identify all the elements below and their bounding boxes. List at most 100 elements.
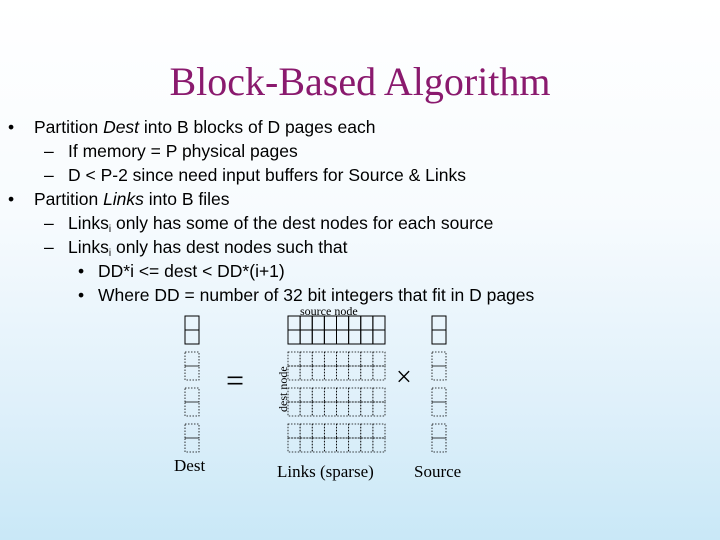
source-vector: [431, 315, 447, 453]
links-cell: [336, 351, 350, 367]
links-cell: [348, 365, 362, 381]
multiply-sign: ×: [396, 362, 412, 393]
dest-label: Dest: [174, 456, 206, 475]
subsub-bullet-dd-definition: Where DD = number of 32 bit integers tha…: [98, 285, 535, 305]
links-cell: [299, 437, 313, 453]
sub-bullet-marker: –: [44, 165, 54, 185]
dest-vector: [184, 315, 200, 453]
links-cell: [360, 315, 374, 331]
source-block: [431, 315, 447, 331]
links-cell: [372, 365, 386, 381]
links-cell: [299, 351, 313, 367]
links-cell: [323, 365, 337, 381]
links-cell: [311, 437, 325, 453]
links-cell: [360, 329, 374, 345]
sub-bullet-marker: –: [44, 237, 54, 257]
links-cell: [336, 401, 350, 417]
links-cell: [348, 329, 362, 345]
source-block: [431, 423, 447, 439]
bullet-marker: •: [8, 189, 15, 209]
links-cell: [360, 401, 374, 417]
links-cell: [287, 351, 301, 367]
sub-bullet-memory: If memory = P physical pages: [68, 141, 298, 161]
sub-bullet-links-some: Linksi only has some of the dest nodes f…: [68, 213, 494, 235]
links-cell: [299, 365, 313, 381]
links-cell: [299, 329, 313, 345]
links-cell: [372, 437, 386, 453]
links-cell: [336, 423, 350, 439]
links-cell: [372, 423, 386, 439]
dest-block: [184, 401, 200, 417]
links-cell: [372, 351, 386, 367]
links-cell: [360, 423, 374, 439]
dest-block: [184, 329, 200, 345]
dest-block: [184, 423, 200, 439]
links-cell: [348, 387, 362, 403]
links-cell: [323, 387, 337, 403]
sub-bullet-marker: –: [44, 141, 54, 161]
bullet-partition-dest: Partition Dest into B blocks of D pages …: [34, 117, 376, 137]
links-cell: [299, 387, 313, 403]
links-cell: [360, 437, 374, 453]
sub-bullet-buffers: D < P-2 since need input buffers for Sou…: [68, 165, 467, 185]
links-cell: [372, 401, 386, 417]
links-cell: [311, 423, 325, 439]
links-cell: [348, 423, 362, 439]
bullet-marker: •: [8, 117, 15, 137]
links-cell: [323, 329, 337, 345]
source-block: [431, 329, 447, 345]
links-cell: [323, 437, 337, 453]
links-cell: [311, 365, 325, 381]
links-cell: [348, 437, 362, 453]
dest-node-label: dest node: [276, 366, 290, 412]
links-cell: [348, 401, 362, 417]
links-cell: [311, 351, 325, 367]
source-block: [431, 437, 447, 453]
dest-block: [184, 437, 200, 453]
links-cell: [336, 365, 350, 381]
links-cell: [372, 387, 386, 403]
source-label: Source: [414, 462, 462, 481]
source-block: [431, 365, 447, 381]
links-cell: [311, 329, 325, 345]
links-cell: [336, 437, 350, 453]
links-label: Links (sparse): [277, 462, 374, 481]
links-cell: [372, 329, 386, 345]
links-cell: [360, 365, 374, 381]
source-node-label: source node: [300, 304, 358, 318]
dest-block: [184, 351, 200, 367]
links-cell: [372, 315, 386, 331]
dest-block: [184, 315, 200, 331]
bullet-partition-links: Partition Links into B files: [34, 189, 230, 209]
links-cell: [348, 351, 362, 367]
subsub-bullet-marker: •: [78, 261, 85, 281]
subsub-bullet-range: DD*i <= dest < DD*(i+1): [98, 261, 285, 281]
links-cell: [323, 351, 337, 367]
dest-block: [184, 387, 200, 403]
links-cell: [360, 387, 374, 403]
source-block: [431, 387, 447, 403]
links-cell: [299, 423, 313, 439]
links-cell: [336, 387, 350, 403]
links-matrix: [287, 315, 386, 453]
equals-sign: =: [226, 362, 245, 398]
sub-bullet-links-such-that: Linksi only has dest nodes such that: [68, 237, 348, 259]
slide-title: Block-Based Algorithm: [169, 59, 551, 104]
links-cell: [287, 437, 301, 453]
links-cell: [287, 329, 301, 345]
source-block: [431, 401, 447, 417]
links-cell: [323, 401, 337, 417]
sub-bullet-marker: –: [44, 213, 54, 233]
links-cell: [311, 387, 325, 403]
links-cell: [311, 401, 325, 417]
dest-block: [184, 365, 200, 381]
links-cell: [323, 423, 337, 439]
subsub-bullet-marker: •: [78, 285, 85, 305]
links-cell: [336, 329, 350, 345]
links-cell: [287, 315, 301, 331]
links-cell: [299, 401, 313, 417]
links-cell: [287, 423, 301, 439]
source-block: [431, 351, 447, 367]
links-cell: [360, 351, 374, 367]
